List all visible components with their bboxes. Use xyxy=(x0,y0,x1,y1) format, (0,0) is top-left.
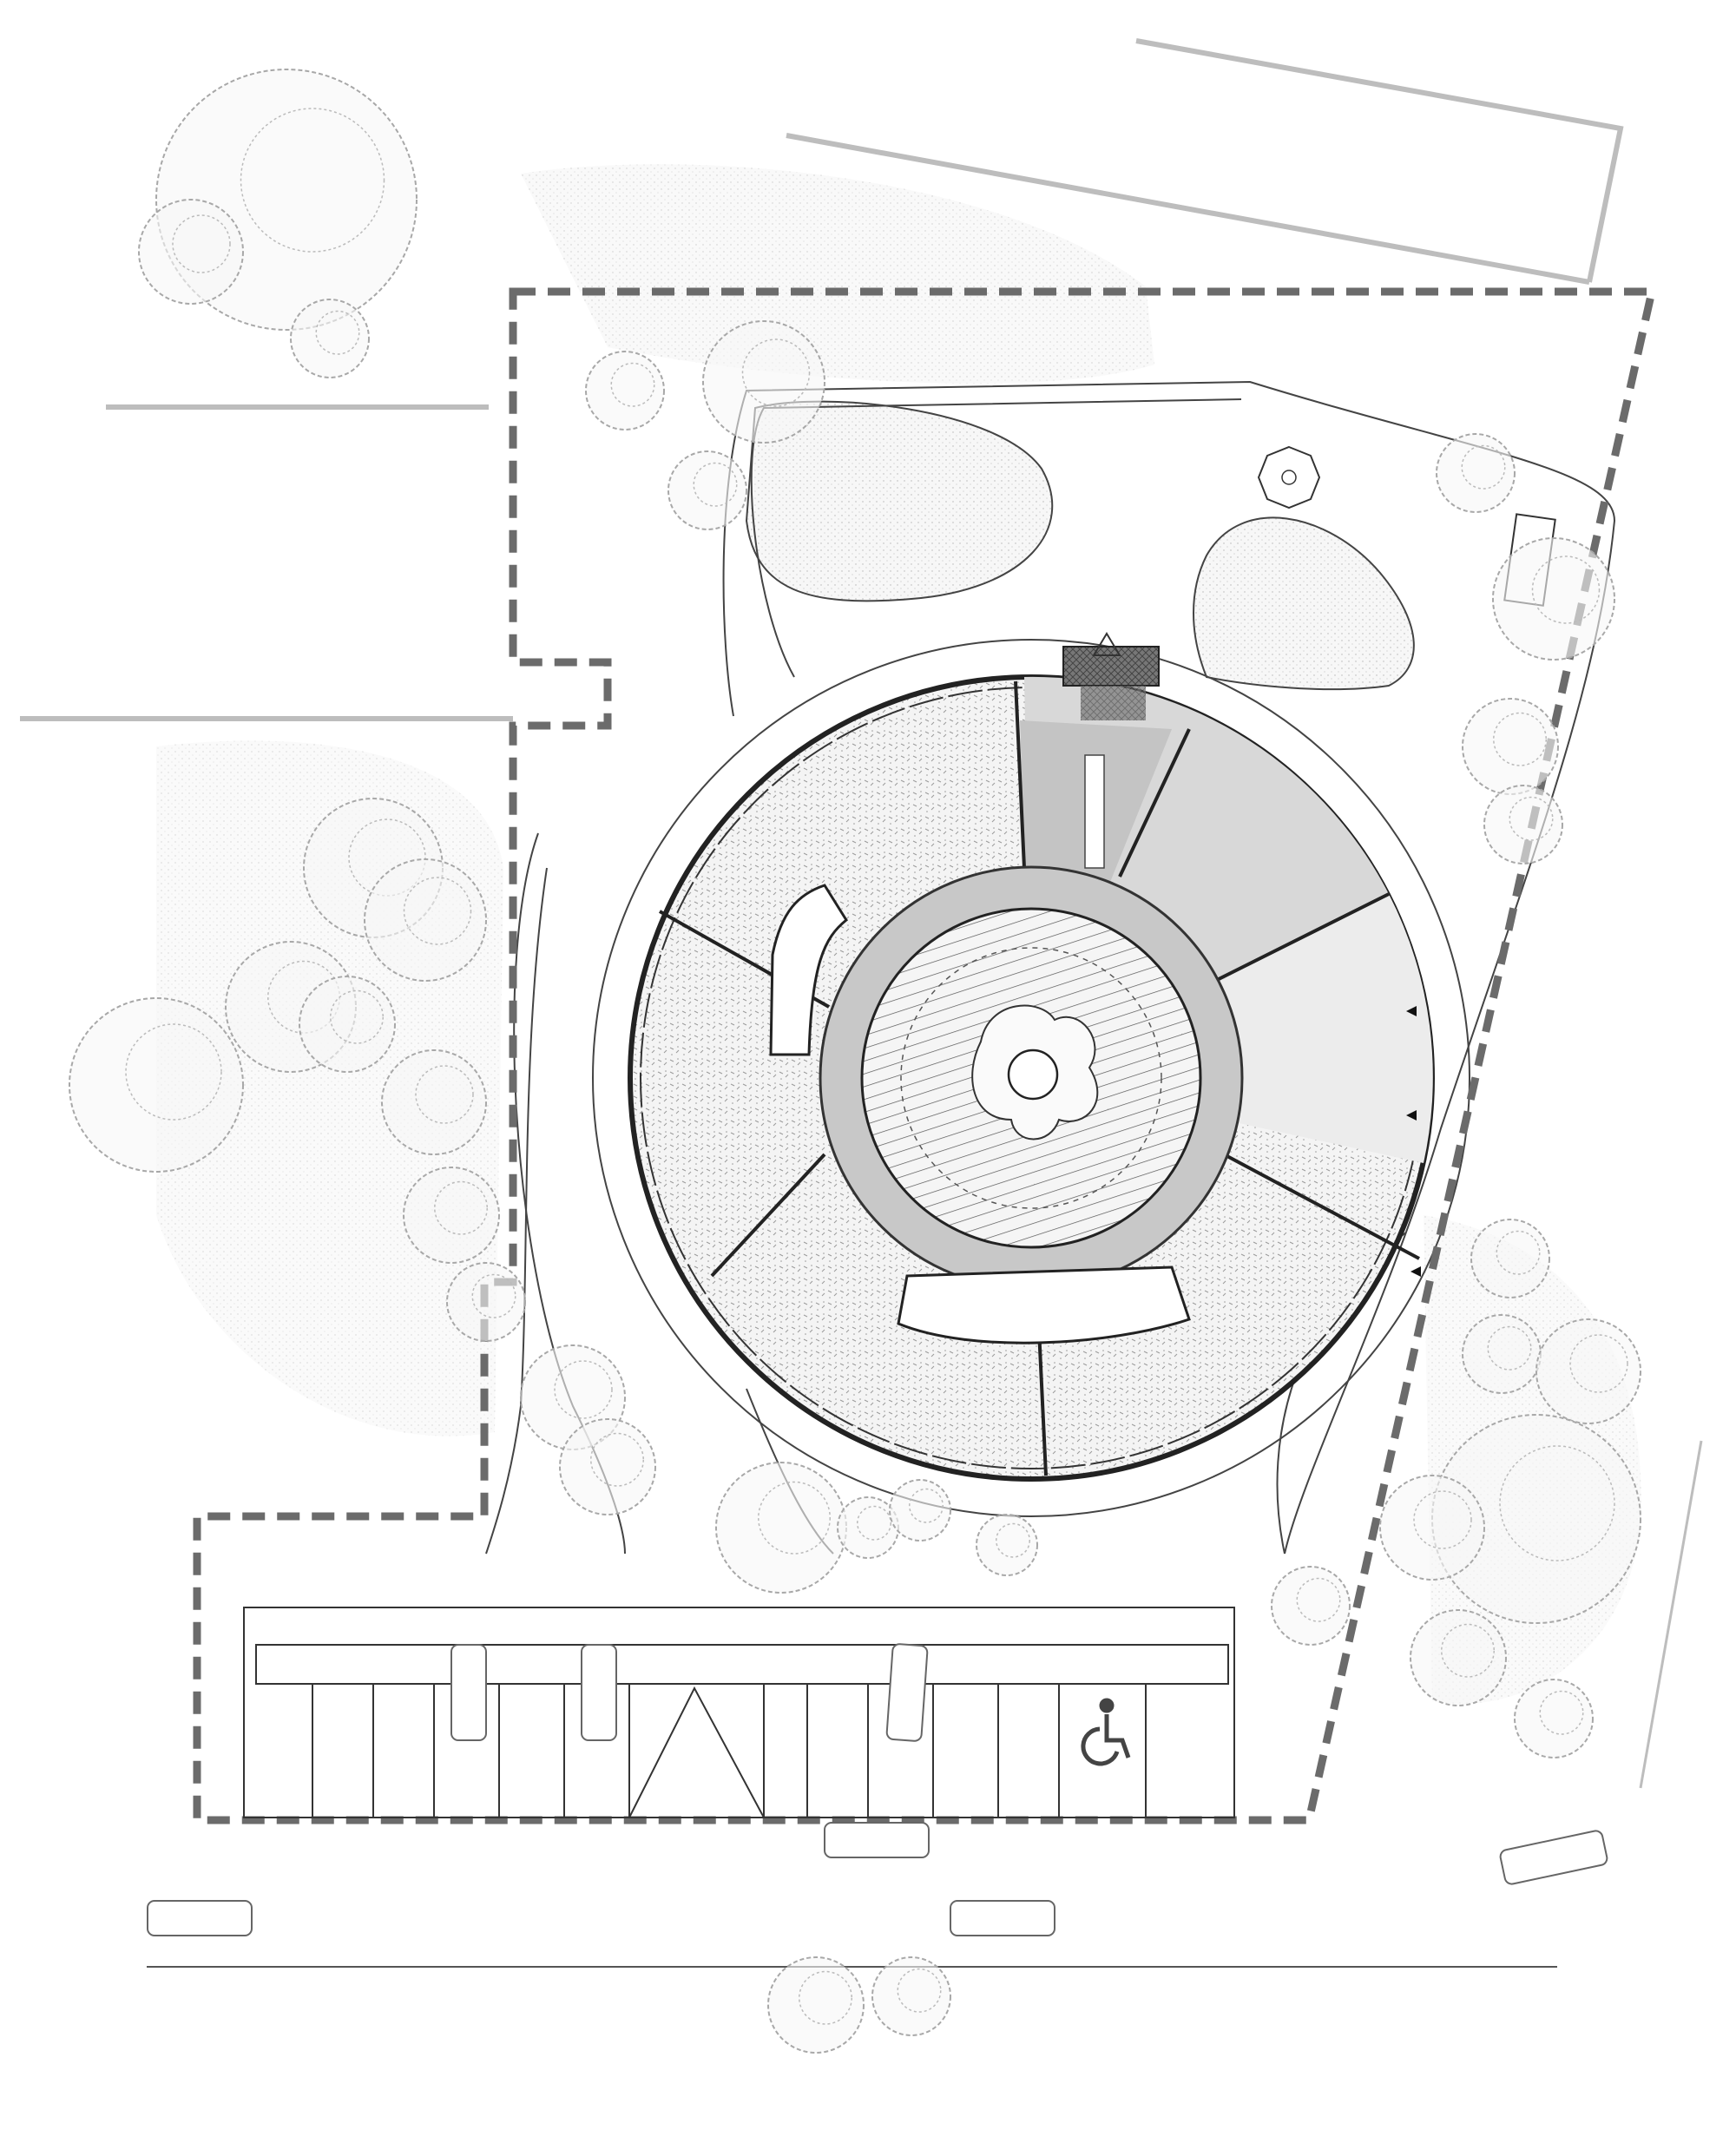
entrance-vestibule xyxy=(1081,686,1146,720)
tree-icon xyxy=(1462,1314,1542,1394)
tree-icon xyxy=(585,351,665,431)
neighbor-wall-north xyxy=(1135,38,1624,283)
property-boundary xyxy=(193,287,1657,1824)
circular-building xyxy=(628,646,1435,1482)
tree-icon xyxy=(889,1479,951,1542)
car-icon xyxy=(824,1822,930,1858)
entrance-canopy xyxy=(1062,646,1160,687)
trees xyxy=(69,69,1641,2054)
tree-icon xyxy=(976,1514,1038,1576)
accessible-parking-icon xyxy=(1081,1698,1131,1766)
building-ring-path xyxy=(592,639,1470,1517)
car-icon xyxy=(147,1900,253,1936)
tree-icon xyxy=(871,1956,951,2036)
perimeter-path xyxy=(722,380,1616,1555)
tree-icon xyxy=(1462,698,1559,795)
neighbor-wall-north-2 xyxy=(786,133,1590,285)
tree-icon xyxy=(1436,433,1516,513)
car-icon xyxy=(1499,1830,1608,1885)
lawn-north xyxy=(521,164,1154,384)
tree-icon xyxy=(1483,785,1563,864)
neighbor-wall-east xyxy=(1639,1440,1703,1789)
tree-icon xyxy=(1379,1475,1485,1581)
tree-icon xyxy=(1514,1679,1594,1758)
tree-icon xyxy=(138,199,244,305)
entrance-stair xyxy=(1084,754,1105,869)
entrance-arrow-icon xyxy=(1092,632,1121,656)
tree-icon xyxy=(1410,1609,1507,1706)
tree-icon xyxy=(667,450,747,530)
parking-lot xyxy=(243,1607,1235,1818)
tree-icon xyxy=(69,997,244,1173)
tree-icon xyxy=(702,320,825,444)
parking-stalls xyxy=(312,1684,1147,1818)
toilet-block-west xyxy=(769,884,848,1056)
tree-icon xyxy=(403,1167,500,1264)
car-icon xyxy=(581,1644,617,1741)
tree-icon xyxy=(715,1462,847,1594)
tree-icon xyxy=(1271,1566,1351,1646)
courtyard-tree-trunk xyxy=(1007,1048,1059,1101)
entrance-arrow-icon xyxy=(1406,1006,1417,1016)
tree-icon xyxy=(1431,1414,1641,1624)
car-icon xyxy=(885,1643,929,1742)
neighbor-walls xyxy=(20,38,1703,1789)
entrance-arrows xyxy=(1092,632,1421,1277)
tree-icon xyxy=(559,1418,656,1515)
tree-icon xyxy=(1535,1318,1641,1424)
tree-icon xyxy=(1470,1219,1550,1298)
tree-icon xyxy=(381,1049,487,1155)
cars xyxy=(147,1643,1608,1936)
tree-icon xyxy=(767,1956,865,2054)
garden-bed-2 xyxy=(1193,516,1415,691)
garden-bed-1 xyxy=(745,400,1054,602)
car-icon xyxy=(950,1900,1055,1936)
courtyard-dashed-ring xyxy=(900,947,1162,1209)
west-path-2 xyxy=(485,867,548,1555)
car-icon xyxy=(450,1644,487,1741)
entrance-arrow-icon xyxy=(1406,1110,1417,1121)
tree-icon xyxy=(290,299,370,378)
parking-area xyxy=(243,1607,1235,1818)
tree-icon xyxy=(364,858,487,982)
gazebo-icon xyxy=(1257,445,1321,509)
access-ramp-marking xyxy=(628,1686,765,1818)
entrance-arrow-icon xyxy=(1410,1266,1421,1277)
toilet-block-south xyxy=(897,1265,1191,1344)
tree-icon xyxy=(299,976,396,1073)
parking-planter xyxy=(255,1644,1229,1685)
tree-icon xyxy=(446,1262,526,1342)
tree-icon xyxy=(1492,537,1615,661)
